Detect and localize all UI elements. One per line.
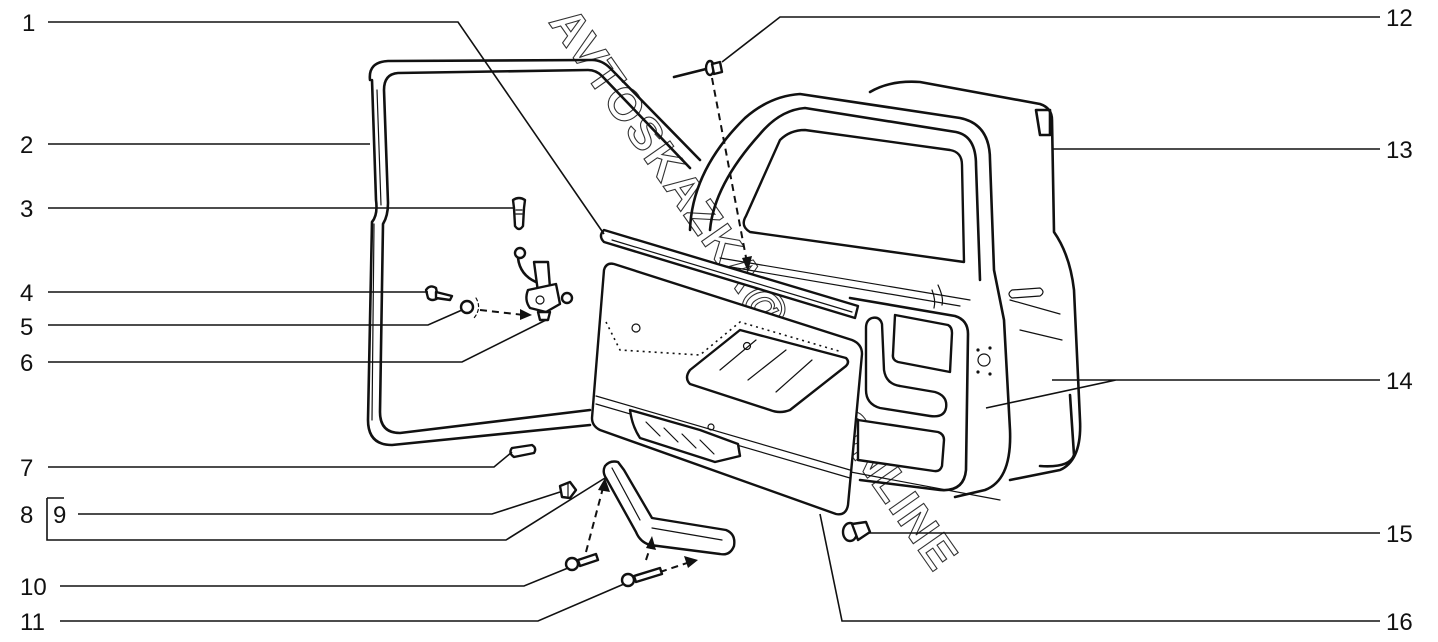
leader-14 [985,379,1380,409]
callout-8: 8 [20,502,33,529]
callout-10: 10 [20,574,47,601]
leader-8 [46,477,606,541]
trim-clip-15 [841,520,872,543]
leader-9 [78,491,561,515]
callout-13: 13 [1386,137,1413,164]
leader-lines [46,16,1380,622]
callout-4: 4 [20,280,33,307]
callout-11: 11 [20,609,45,636]
callout-7: 7 [20,455,33,482]
door-body [688,80,1082,501]
callout-16: 16 [1386,609,1413,636]
screw-4 [424,285,454,302]
callout-2: 2 [20,132,33,159]
callout-14: 14 [1386,368,1413,395]
lock-switch [513,246,574,322]
leader-1 [48,21,605,235]
callout-3: 3 [20,196,33,223]
screw-11 [620,566,664,588]
leader-6 [48,319,547,363]
leader-5 [48,309,463,326]
leader-10 [60,567,569,587]
armrest-8 [585,460,736,573]
leader-7 [48,451,513,468]
lock-button-rod [511,196,527,231]
callout-6: 6 [20,350,33,377]
rivet [672,59,752,272]
leader-12 [721,16,1380,63]
leader-11 [60,583,625,622]
armrest-cap-9 [558,480,578,500]
screw-10 [564,552,600,572]
washer-5 [459,297,532,320]
callout-9: 9 [53,502,66,529]
plug-7 [509,443,537,459]
callout-5: 5 [20,314,33,341]
callout-labels: 1 2 3 4 5 6 7 8 9 10 11 12 13 14 15 16 [20,5,1413,636]
callout-1: 1 [22,10,35,37]
leader-16 [819,513,1380,622]
callout-12: 12 [1386,5,1413,32]
callout-15: 15 [1386,521,1413,548]
door-trim-panel [590,262,864,516]
